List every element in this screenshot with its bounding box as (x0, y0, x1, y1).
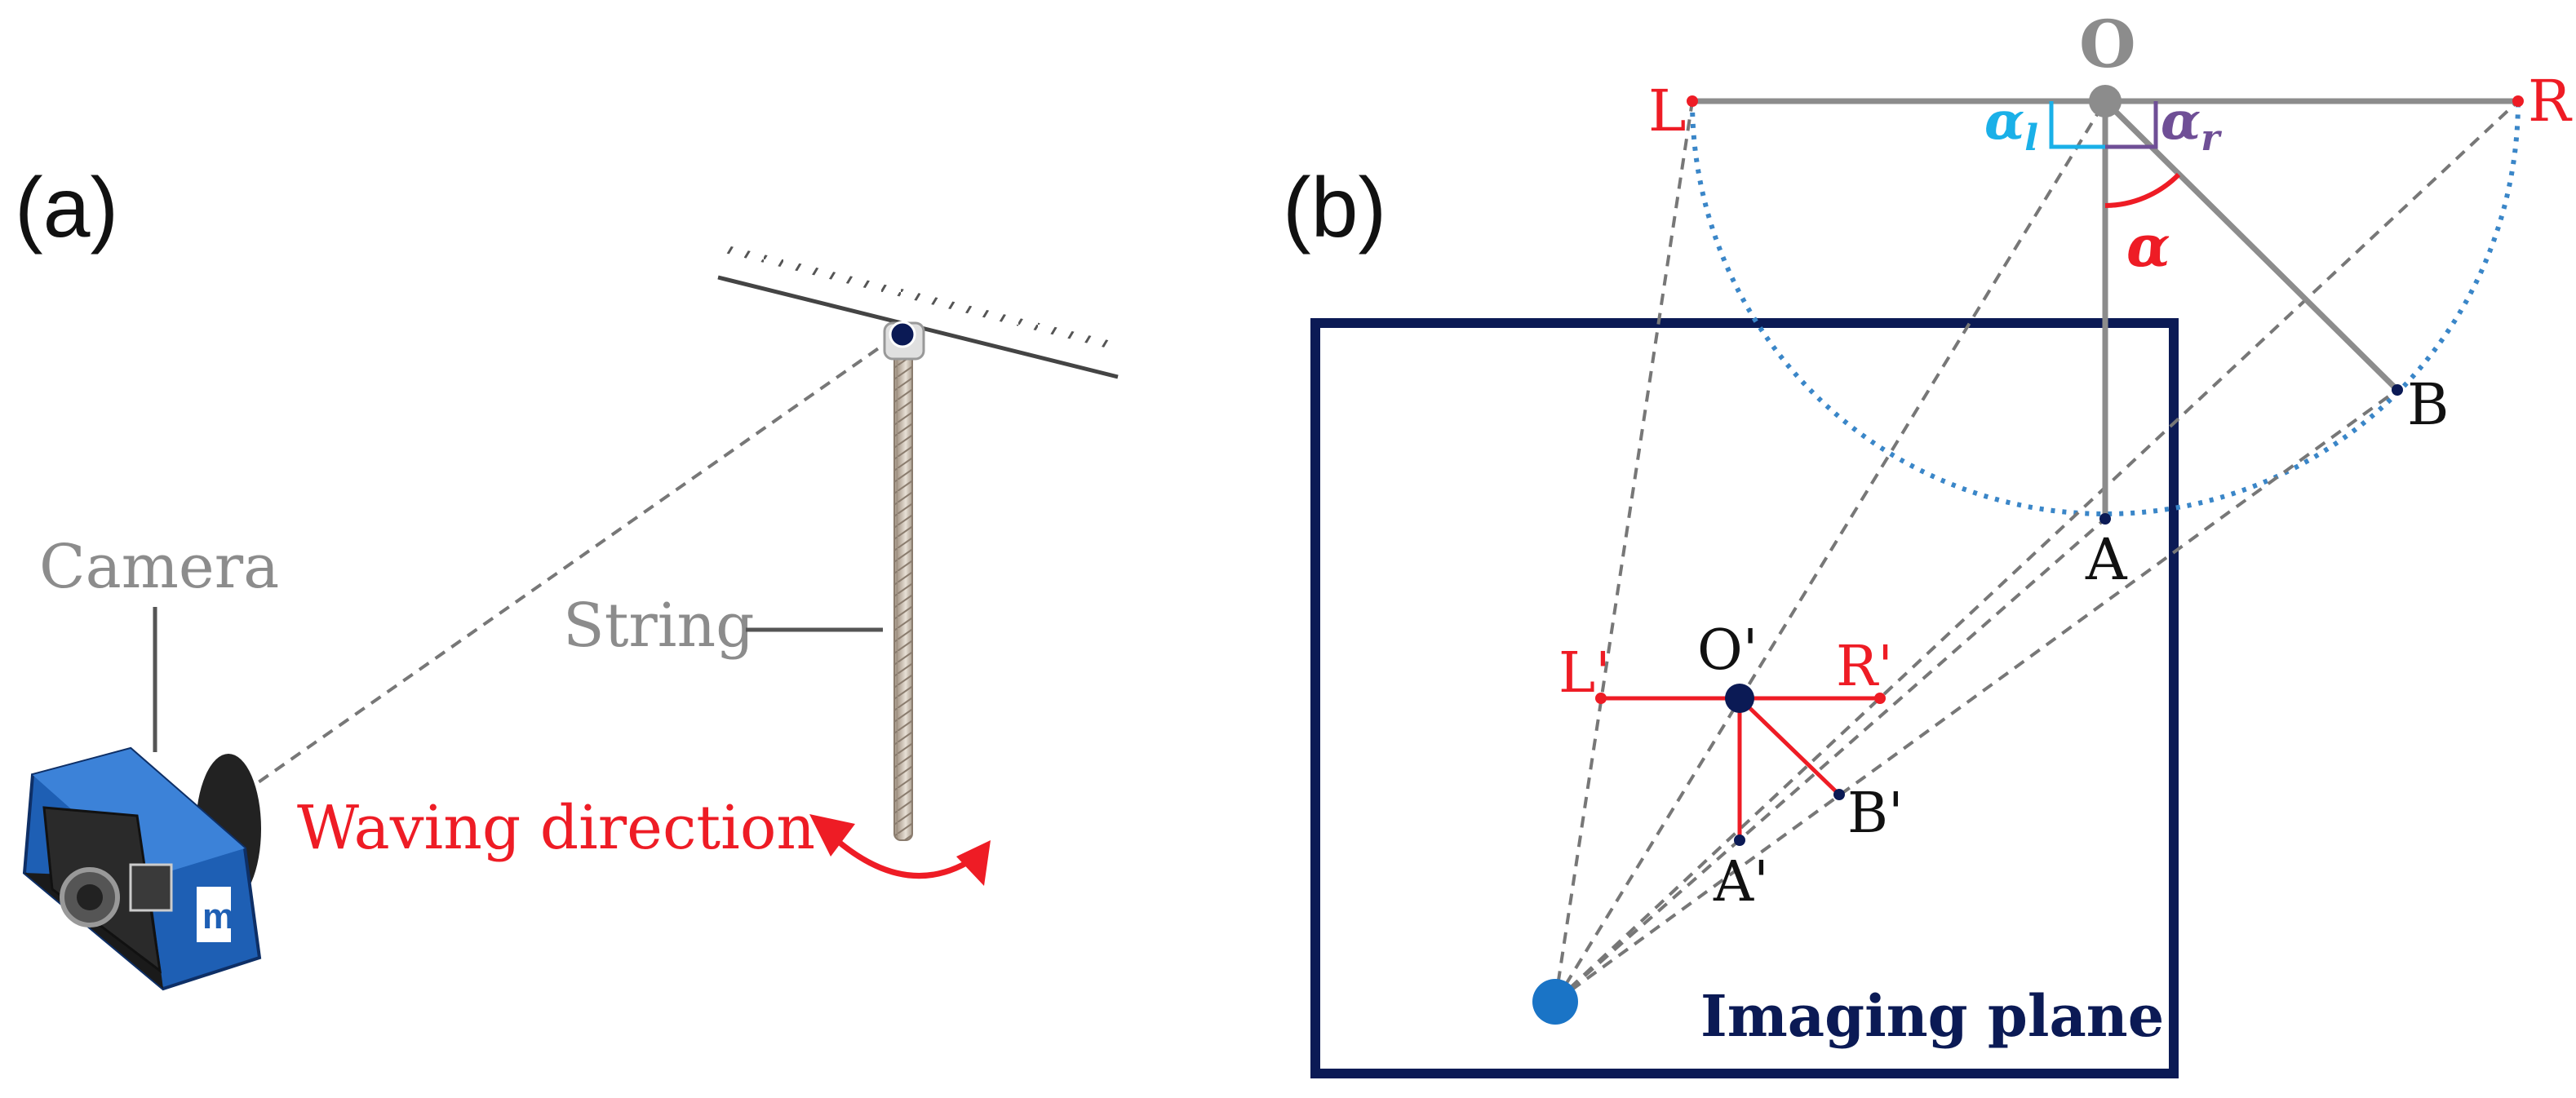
point-o-prime-label: O' (1697, 618, 1758, 683)
panel-b: (b) Imaging plane αl αr α O (1283, 6, 2573, 1078)
point-r-label: R (2528, 68, 2573, 135)
angle-alpha-l-label: αl (1984, 91, 2038, 159)
camera-icon: m (22, 746, 262, 991)
pivot-hinge (883, 321, 925, 361)
imaging-plane-frame (1310, 318, 2179, 1078)
point-l-prime-marker (1595, 693, 1607, 704)
point-b-prime-label: B' (1847, 781, 1904, 846)
point-r-prime-marker (1874, 693, 1886, 704)
point-o-marker (2089, 85, 2122, 117)
waving-direction-label: Waving direction (297, 793, 815, 863)
line-o-prime-b-prime (1738, 697, 1841, 796)
line-o-b (2103, 99, 2400, 392)
panel-a-label: (a) (15, 161, 118, 255)
point-b-marker (2392, 384, 2403, 396)
angle-alpha-r-marker (2105, 101, 2158, 149)
point-l-label: L (1648, 77, 1686, 144)
point-o-prime-marker (1725, 684, 1754, 713)
point-a-prime-label: A' (1713, 850, 1769, 914)
point-l-marker (1687, 95, 1698, 107)
projection-rays (1554, 100, 2520, 1003)
angle-alpha-r-label: αr (2161, 91, 2222, 159)
point-r-marker (2512, 95, 2524, 107)
string-label: String (563, 591, 755, 661)
point-a-label: A (2085, 526, 2128, 593)
panel-b-label: (b) (1283, 161, 1386, 255)
pendulum-string (893, 348, 913, 841)
angle-alpha-l-marker (2049, 101, 2105, 149)
camera-sight-line (225, 334, 898, 806)
swing-arc (1690, 100, 2521, 516)
point-a-prime-marker (1734, 835, 1745, 846)
imaging-plane-label: Imaging plane (1700, 982, 2164, 1050)
focal-point-marker (1532, 979, 1578, 1025)
svg-text:m: m (202, 897, 234, 936)
point-b-label: B (2407, 371, 2449, 438)
point-r-prime-label: R' (1836, 635, 1893, 699)
point-a-marker (2099, 513, 2111, 525)
panel-a: (a) Camera String (15, 161, 1119, 991)
angle-alpha-label: α (2126, 212, 2170, 280)
camera-label: Camera (39, 532, 279, 602)
point-l-prime-label: L' (1558, 641, 1611, 706)
point-o-label: O (2079, 6, 2136, 82)
angle-alpha-arc (2104, 172, 2181, 208)
waving-arrow-icon (809, 814, 991, 886)
point-b-prime-marker (1833, 789, 1845, 800)
